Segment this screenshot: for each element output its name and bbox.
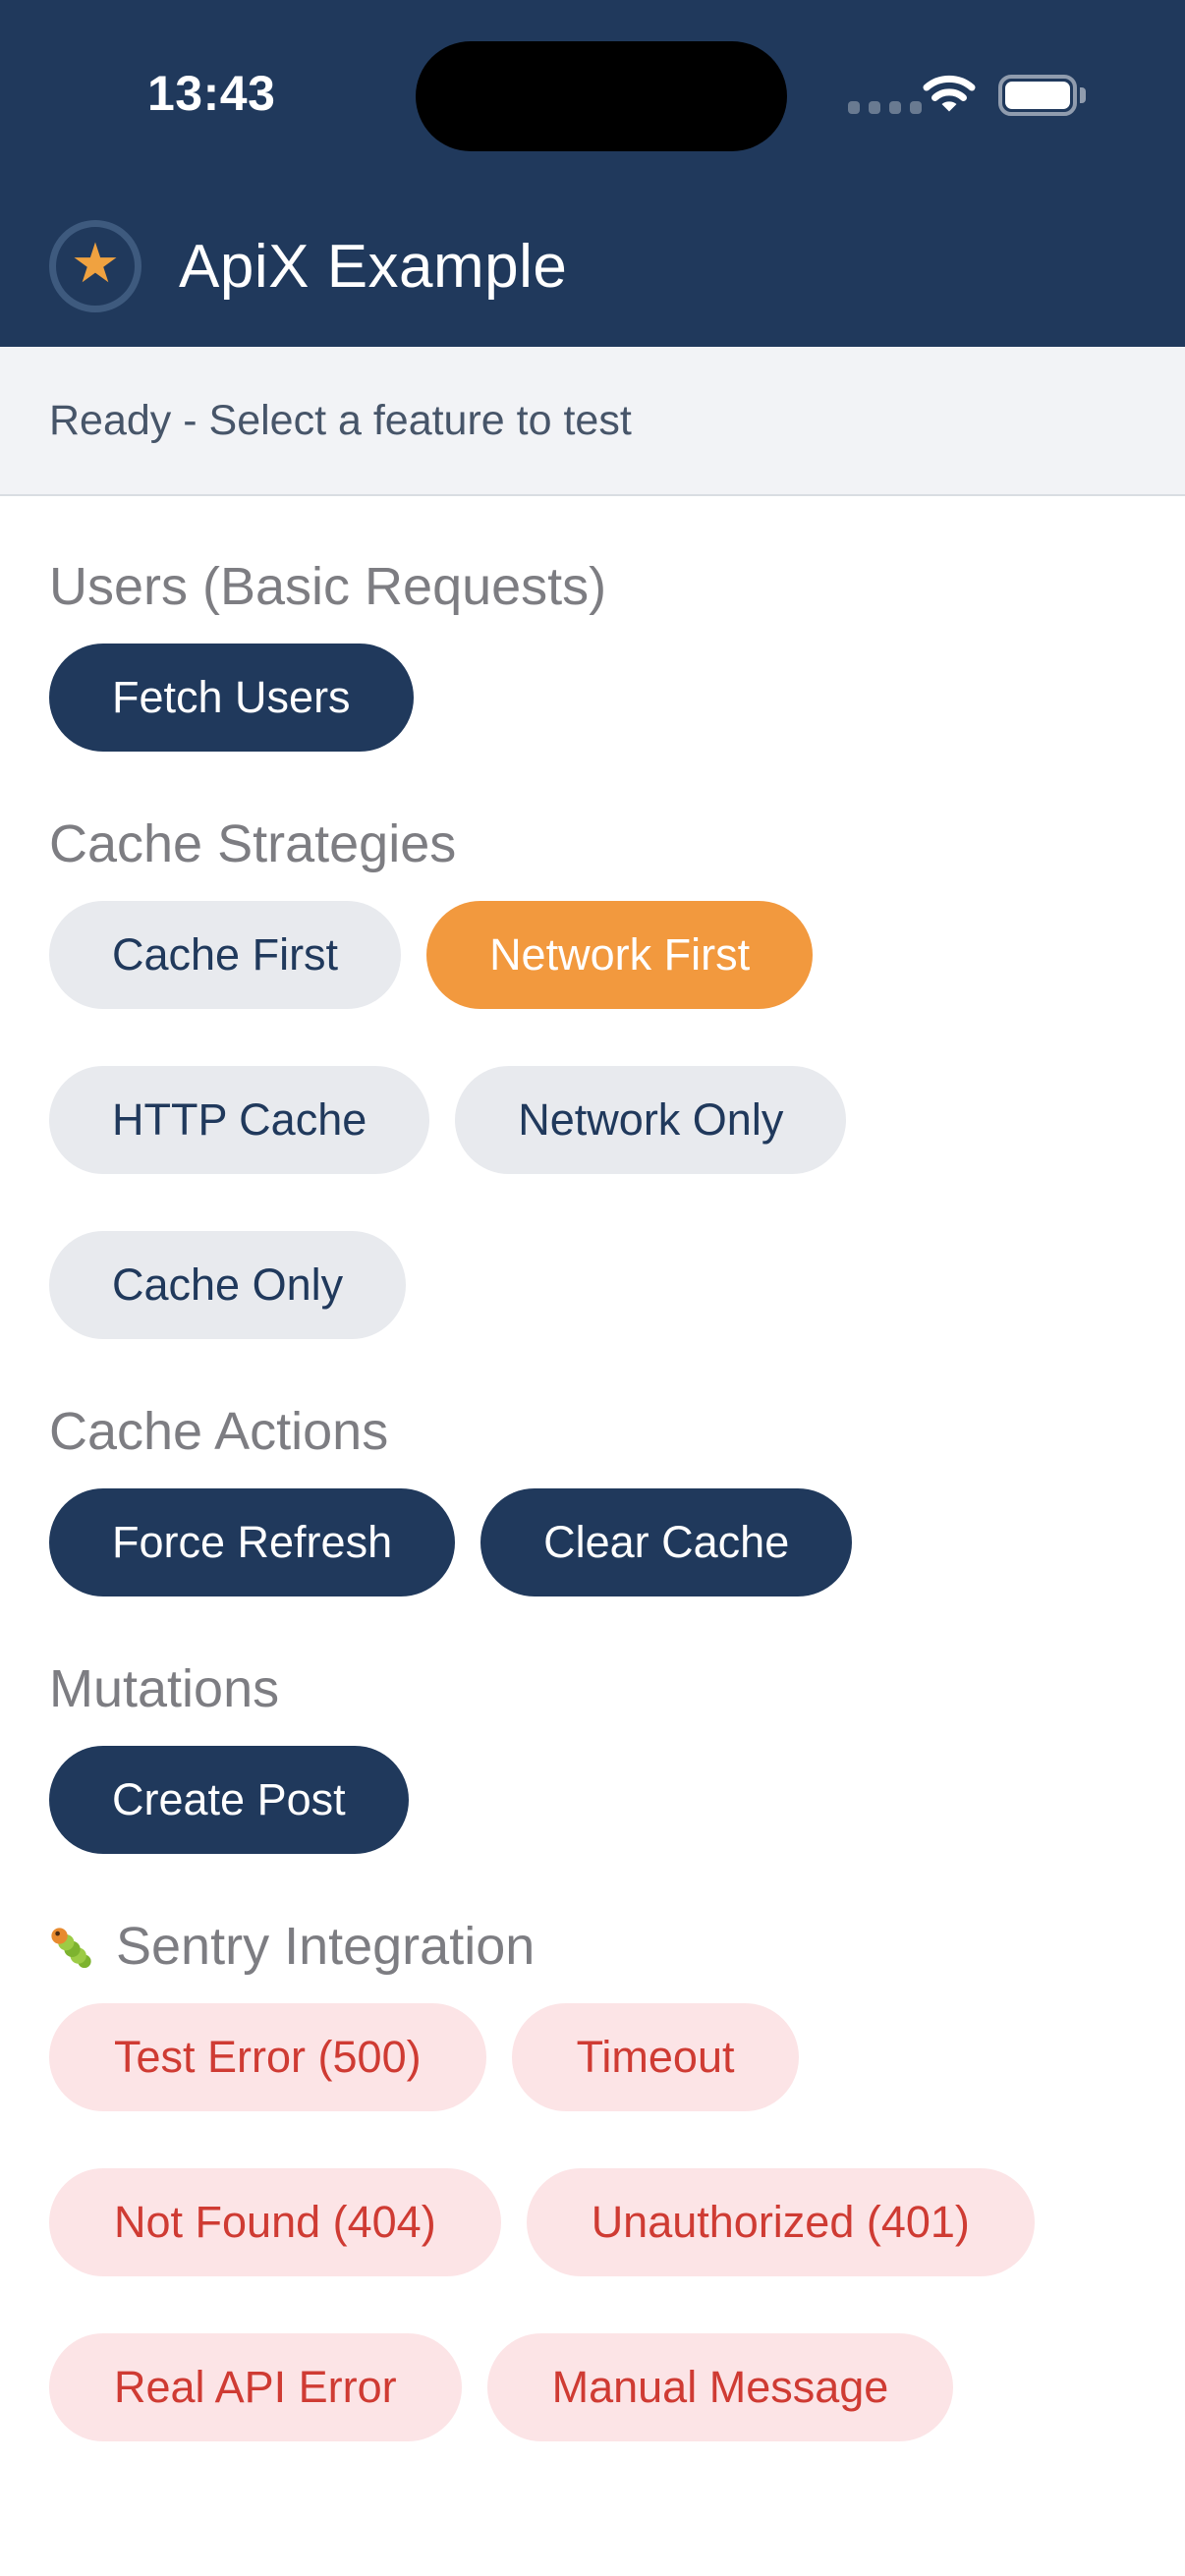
dynamic-island <box>416 41 787 151</box>
clear-cache-button[interactable]: Clear Cache <box>480 1488 853 1596</box>
section-title-text: Cache Strategies <box>49 814 457 873</box>
section-title-text: Sentry Integration <box>116 1917 536 1976</box>
unauthorized-401-button[interactable]: Unauthorized (401) <box>526 2168 1035 2276</box>
section-title: Sentry Integration <box>49 1915 1136 1978</box>
app-header: 13:43 ★ ApiX Example <box>0 0 1185 347</box>
button-row: Fetch Users <box>49 644 1136 752</box>
star-icon: ★ <box>70 232 121 294</box>
cache-only-button[interactable]: Cache Only <box>49 1231 407 1339</box>
force-refresh-button[interactable]: Force Refresh <box>49 1488 456 1596</box>
timeout-button[interactable]: Timeout <box>511 2003 800 2111</box>
real-api-error-button[interactable]: Real API Error <box>49 2333 462 2441</box>
cache-first-button[interactable]: Cache First <box>49 901 402 1009</box>
signal-dot <box>869 101 880 114</box>
battery-fill <box>1005 82 1070 109</box>
wifi-icon <box>923 73 976 121</box>
signal-dot <box>848 101 860 114</box>
section-title-text: Mutations <box>49 1659 280 1718</box>
status-strip: Ready - Select a feature to test <box>0 347 1185 496</box>
signal-dots-icon <box>848 101 922 114</box>
network-first-button[interactable]: Network First <box>426 901 814 1009</box>
section-title: Cache Actions <box>49 1400 1136 1463</box>
app-logo-badge: ★ <box>49 220 141 312</box>
section-users: Users (Basic Requests) Fetch Users <box>49 555 1136 752</box>
section-title-text: Users (Basic Requests) <box>49 557 607 616</box>
bug-icon <box>49 1924 94 1969</box>
status-message: Ready - Select a feature to test <box>49 396 632 444</box>
http-cache-button[interactable]: HTTP Cache <box>49 1066 430 1174</box>
not-found-404-button[interactable]: Not Found (404) <box>49 2168 501 2276</box>
status-time: 13:43 <box>147 66 276 121</box>
battery-icon <box>998 75 1077 116</box>
section-title: Mutations <box>49 1657 1136 1720</box>
section-title: Users (Basic Requests) <box>49 555 1136 618</box>
battery-nub <box>1080 87 1086 103</box>
fetch-users-button[interactable]: Fetch Users <box>49 644 414 752</box>
section-title-text: Cache Actions <box>49 1402 389 1461</box>
test-error-500-button[interactable]: Test Error (500) <box>49 2003 486 2111</box>
create-post-button[interactable]: Create Post <box>49 1746 409 1854</box>
title-row: ★ ApiX Example <box>49 220 567 312</box>
manual-message-button[interactable]: Manual Message <box>486 2333 954 2441</box>
signal-dot <box>910 101 922 114</box>
button-row: Create Post <box>49 1746 1136 1854</box>
section-title: Cache Strategies <box>49 812 1136 875</box>
network-only-button[interactable]: Network Only <box>455 1066 847 1174</box>
app-title: ApiX Example <box>179 232 568 301</box>
signal-dot <box>889 101 901 114</box>
